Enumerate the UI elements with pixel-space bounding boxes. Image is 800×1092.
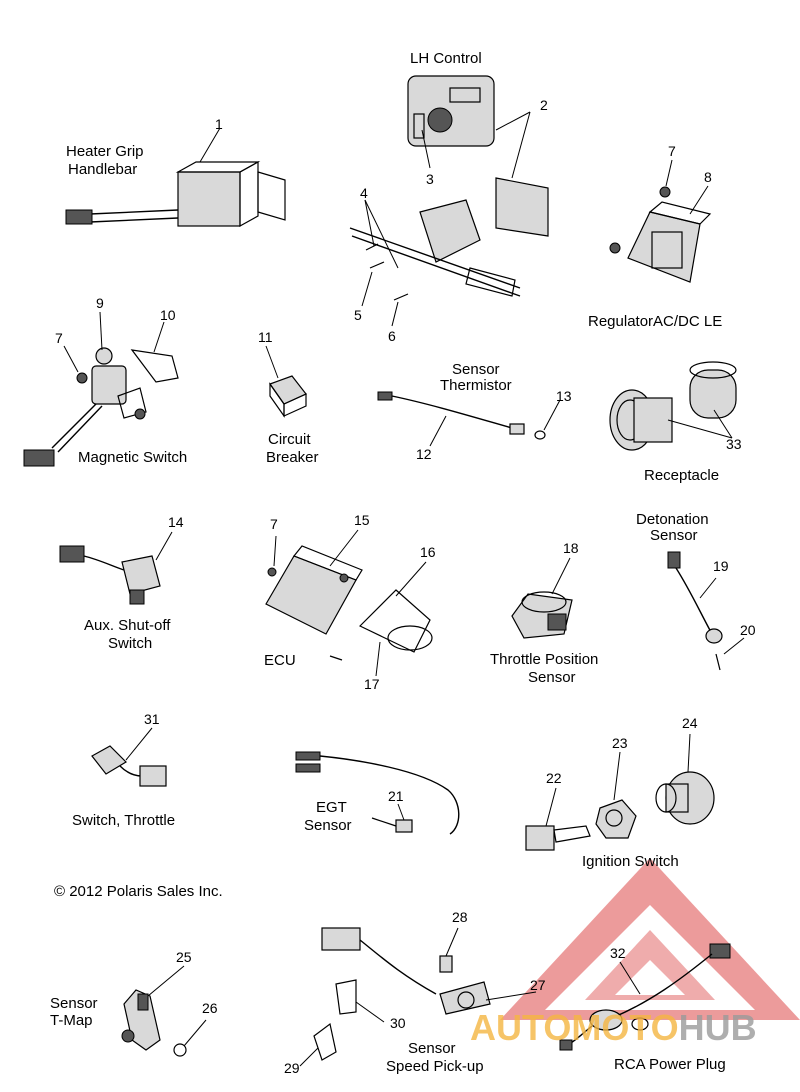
receptacle-part — [609, 361, 737, 451]
rca-power-plug-part — [559, 943, 731, 1051]
egt-sensor-part — [295, 751, 460, 835]
label-egt-2: Sensor — [304, 817, 352, 834]
watermark-text: AUTOMOTOHUB — [470, 1007, 757, 1048]
label-sensor-thermistor-2: Thermistor — [440, 377, 512, 394]
label-speed-2: Speed Pick-up — [386, 1058, 484, 1075]
callout-12: 12 — [416, 446, 432, 462]
callout-13: 13 — [556, 388, 572, 404]
callout-22: 22 — [546, 770, 562, 786]
callout-4: 4 — [360, 185, 368, 201]
callout-29: 29 — [284, 1060, 300, 1076]
regulator-part — [609, 159, 712, 283]
callout-8: 8 — [704, 169, 712, 185]
magnetic-switch-part — [23, 311, 179, 467]
ignition-switch-part — [525, 733, 715, 851]
circuit-breaker-part — [265, 345, 307, 418]
label-receptacle: Receptacle — [644, 467, 719, 484]
callout-33: 33 — [726, 436, 742, 452]
callout-31: 31 — [144, 711, 160, 727]
callout-11: 11 — [258, 329, 273, 345]
label-tmap-1: Sensor — [50, 995, 98, 1012]
callout-7-ecu: 7 — [270, 516, 278, 532]
label-copyright: © 2012 Polaris Sales Inc. — [54, 883, 223, 900]
watermark-logo — [500, 858, 800, 1020]
label-tps-2: Sensor — [528, 669, 576, 686]
tmap-sensor-part — [121, 965, 207, 1057]
callout-23: 23 — [612, 735, 628, 751]
callout-1: 1 — [215, 116, 223, 132]
label-detonation-2: Sensor — [650, 527, 698, 544]
label-sensor-thermistor-1: Sensor — [452, 361, 500, 378]
label-speed-1: Sensor — [408, 1040, 456, 1057]
label-handlebar: Handlebar — [68, 161, 137, 178]
callout-9: 9 — [96, 295, 104, 311]
callout-2: 2 — [540, 97, 548, 113]
callout-32: 32 — [610, 945, 626, 961]
callout-24: 24 — [682, 715, 698, 731]
label-magnetic-switch: Magnetic Switch — [78, 449, 187, 466]
label-heater-grip: Heater Grip — [66, 143, 144, 160]
sensor-thermistor-part — [377, 391, 561, 447]
callout-17: 17 — [364, 676, 380, 692]
callout-6: 6 — [388, 328, 396, 344]
callout-5: 5 — [354, 307, 362, 323]
heater-grip-part — [65, 127, 286, 228]
label-switch-throttle: Switch, Throttle — [72, 812, 175, 829]
label-ecu: ECU — [264, 652, 296, 669]
label-breaker: Breaker — [266, 449, 319, 466]
callout-14: 14 — [168, 514, 184, 530]
ecu-part — [265, 529, 433, 677]
throttle-position-sensor-part — [511, 557, 573, 639]
aux-shutoff-part — [59, 531, 173, 605]
label-aux-2: Switch — [108, 635, 152, 652]
callout-28: 28 — [452, 909, 468, 925]
callout-10: 10 — [160, 307, 176, 323]
callout-15: 15 — [354, 512, 370, 528]
callout-16: 16 — [420, 544, 436, 560]
callout-18: 18 — [563, 540, 579, 556]
label-regulator: RegulatorAC/DC LE — [588, 313, 722, 330]
label-ignition-switch: Ignition Switch — [582, 853, 679, 870]
detonation-sensor-part — [667, 551, 745, 671]
callout-20: 20 — [740, 622, 756, 638]
throttle-switch-part — [91, 727, 167, 787]
label-tps-1: Throttle Position — [490, 651, 598, 668]
label-egt-1: EGT — [316, 799, 347, 816]
label-tmap-2: T-Map — [50, 1012, 93, 1029]
callout-7-magnetic: 7 — [55, 330, 63, 346]
callout-27: 27 — [530, 977, 546, 993]
speed-pickup-part — [299, 927, 537, 1067]
callout-3: 3 — [426, 171, 434, 187]
callout-30: 30 — [390, 1015, 406, 1031]
lh-control-part — [349, 75, 549, 327]
callout-21: 21 — [388, 788, 404, 804]
callout-25: 25 — [176, 949, 192, 965]
label-rca: RCA Power Plug — [614, 1056, 726, 1073]
callout-26: 26 — [202, 1000, 218, 1016]
label-circuit: Circuit — [268, 431, 311, 448]
label-detonation-1: Detonation — [636, 511, 709, 528]
label-aux-1: Aux. Shut-off — [84, 617, 171, 634]
callout-19: 19 — [713, 558, 729, 574]
callout-7-regulator: 7 — [668, 143, 676, 159]
label-lh-control: LH Control — [410, 50, 482, 67]
